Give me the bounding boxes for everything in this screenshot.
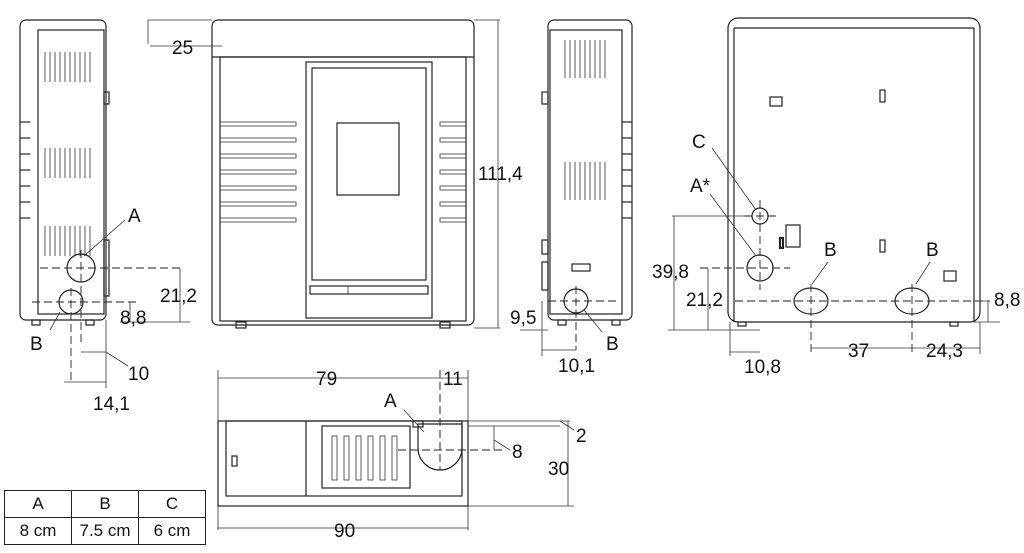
vent-grille-right [564,40,606,200]
dim-height: 111,4 [478,164,523,185]
dim-a-height: 21,2 [160,286,197,307]
dim-top-depth: 30 [548,459,569,480]
dim-top-total-width: 90 [334,521,355,542]
legend-header-b: B [71,490,139,518]
left-side-view: 21,2 8,8 10 14,1 A B [19,19,197,415]
label-b-rear-left: B [824,240,837,261]
dim-top-a-offset: 2 [576,426,587,447]
label-b-right-side: B [606,334,619,355]
label-a-top: A [384,391,397,412]
dim-b-height: 8,8 [120,308,146,329]
label-astar-rear: A* [690,176,711,197]
dim-rear-a-height: 39,8 [652,262,689,283]
legend-value-b: 7.5 cm [71,517,139,545]
dim-b-from-back: 14,1 [93,394,130,415]
label-b-rear-right: B [926,240,939,261]
dim-rear-b-from-right: 24,3 [926,341,963,362]
dim-a-from-back: 10 [128,364,149,385]
dim-top-a-offset2: 8 [512,442,523,463]
front-slats-left [219,121,297,223]
dim-top-width-b: 11 [443,369,463,390]
front-view: 25 111,4 [147,19,523,329]
top-view: 79 11 A 2 8 30 90 [217,369,587,542]
legend-header-a: A [4,490,72,518]
outlet-diameter-legend: A B C 8 cm 7.5 cm 6 cm [4,490,206,545]
dim-top-offset: 25 [172,38,193,59]
label-a-side: A [128,206,141,227]
top-vent-slots [331,435,398,481]
label-b-side: B [30,334,43,355]
rear-view: C A* B B 39,8 21,2 8,8 10,8 37 24,3 [652,17,1020,378]
dim-rear-b-height2: 8,8 [994,290,1020,311]
right-side-view: 9,5 10,1 B [510,19,633,377]
outlet-a-top [417,423,463,471]
legend-header-c: C [138,490,206,518]
legend-value-a: 8 cm [4,517,72,545]
dim-side-b-from-back: 10,1 [558,356,595,377]
vent-grille [44,52,91,256]
dim-rear-b-spacing: 37 [848,341,869,362]
dim-rear-b-height: 21,2 [686,290,723,311]
dim-rear-from-left: 10,8 [744,357,781,378]
label-c-rear: C [692,132,706,153]
front-slats-right [439,121,467,223]
legend-value-c: 6 cm [138,517,206,545]
dim-top-width-a: 79 [316,369,337,390]
dim-side-b-height: 9,5 [510,308,536,329]
